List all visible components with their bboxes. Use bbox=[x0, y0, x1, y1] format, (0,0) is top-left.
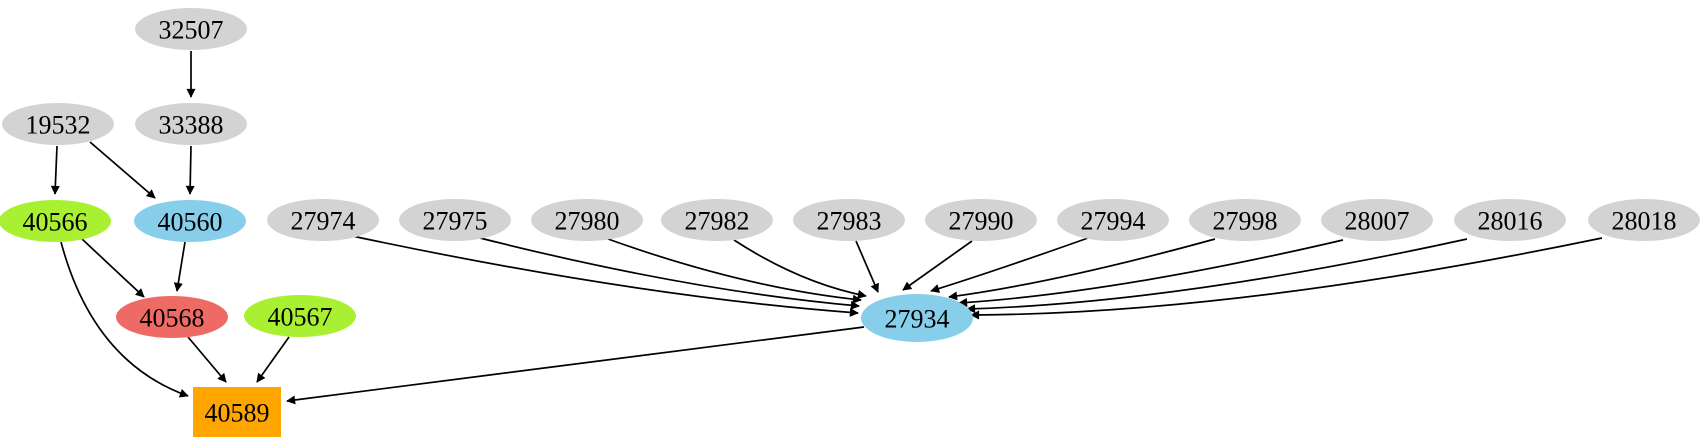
node-shape bbox=[1057, 199, 1169, 241]
edge-40567-to-40589 bbox=[256, 336, 290, 383]
edge-19532-to-40560 bbox=[89, 141, 156, 199]
edge-40560-to-40568 bbox=[173, 241, 186, 292]
node-shape bbox=[661, 199, 773, 241]
edge-27982-to-27934 bbox=[733, 239, 867, 299]
graph-node-33388: 33388 bbox=[135, 103, 247, 145]
node-label: 27982 bbox=[685, 207, 750, 236]
graph-node-32507: 32507 bbox=[135, 8, 247, 50]
node-label: 27983 bbox=[817, 207, 882, 236]
node-label: 40589 bbox=[205, 399, 270, 428]
node-shape bbox=[1588, 199, 1700, 241]
graph-node-19532: 19532 bbox=[2, 103, 114, 145]
node-label: 40566 bbox=[23, 208, 88, 237]
node-shape bbox=[793, 199, 905, 241]
node-shape bbox=[531, 199, 643, 241]
node-shape bbox=[135, 103, 247, 145]
graph-node-27975: 27975 bbox=[399, 199, 511, 241]
node-shape bbox=[1454, 199, 1566, 241]
graph-node-28007: 28007 bbox=[1321, 199, 1433, 241]
graph-node-27980: 27980 bbox=[531, 199, 643, 241]
node-shape bbox=[399, 199, 511, 241]
edge-27990-to-27934 bbox=[902, 240, 973, 291]
edge-40568-to-40589 bbox=[187, 336, 227, 383]
node-shape bbox=[244, 295, 356, 337]
node-shape bbox=[135, 8, 247, 50]
node-label: 33388 bbox=[159, 111, 224, 140]
node-label: 19532 bbox=[26, 111, 91, 140]
node-shape bbox=[1189, 199, 1301, 241]
graph-node-40589: 40589 bbox=[193, 387, 281, 437]
edge-33388-to-40560 bbox=[185, 145, 195, 195]
node-shape bbox=[2, 103, 114, 145]
edge-27994-to-27934 bbox=[930, 237, 1089, 293]
node-shape bbox=[0, 200, 111, 242]
node-label: 32507 bbox=[159, 16, 224, 45]
edge-27983-to-27934 bbox=[855, 240, 879, 293]
node-label: 27975 bbox=[423, 207, 488, 236]
graph-node-27982: 27982 bbox=[661, 199, 773, 241]
graph-node-40567: 40567 bbox=[244, 295, 356, 337]
graph-node-27990: 27990 bbox=[925, 199, 1037, 241]
node-label: 40560 bbox=[158, 208, 223, 237]
node-label: 40568 bbox=[140, 304, 205, 333]
edge-40566-to-40568 bbox=[81, 238, 145, 298]
node-label: 28016 bbox=[1478, 207, 1543, 236]
edge-28016-to-27934 bbox=[966, 238, 1468, 314]
node-shape bbox=[134, 200, 246, 242]
graph-node-27934: 27934 bbox=[861, 294, 973, 342]
graph-node-40568: 40568 bbox=[116, 296, 228, 338]
graph-node-28018: 28018 bbox=[1588, 199, 1700, 241]
node-label: 28018 bbox=[1612, 207, 1677, 236]
edge-27975-to-27934 bbox=[479, 237, 860, 310]
node-label: 40567 bbox=[268, 303, 333, 332]
graph-node-27998: 27998 bbox=[1189, 199, 1301, 241]
node-shape bbox=[267, 199, 379, 241]
edge-19532-to-40566 bbox=[50, 145, 60, 195]
edge-27980-to-27934 bbox=[607, 238, 862, 304]
edge-27998-to-27934 bbox=[948, 238, 1216, 301]
graph-node-28016: 28016 bbox=[1454, 199, 1566, 241]
node-shape bbox=[116, 296, 228, 338]
node-label: 27974 bbox=[291, 207, 356, 236]
node-shape bbox=[1321, 199, 1433, 241]
node-shape bbox=[861, 294, 973, 342]
edge-28007-to-27934 bbox=[958, 239, 1344, 307]
node-label: 27980 bbox=[555, 207, 620, 236]
node-label: 27998 bbox=[1213, 207, 1278, 236]
node-shape bbox=[925, 199, 1037, 241]
node-label: 27994 bbox=[1081, 207, 1146, 236]
edge-27974-to-27934 bbox=[351, 235, 859, 317]
graph-node-40566: 40566 bbox=[0, 200, 111, 242]
node-shape bbox=[193, 387, 281, 437]
node-label: 28007 bbox=[1345, 207, 1410, 236]
graph-node-27974: 27974 bbox=[267, 199, 379, 241]
edge-27934-to-40589 bbox=[286, 326, 865, 405]
node-label: 27934 bbox=[885, 305, 950, 334]
graph-node-27983: 27983 bbox=[793, 199, 905, 241]
graph-node-40560: 40560 bbox=[134, 200, 246, 242]
edge-40566-to-40589 bbox=[60, 241, 189, 398]
edge-28018-to-27934 bbox=[970, 237, 1603, 320]
node-label: 27990 bbox=[949, 207, 1014, 236]
graph-node-27994: 27994 bbox=[1057, 199, 1169, 241]
